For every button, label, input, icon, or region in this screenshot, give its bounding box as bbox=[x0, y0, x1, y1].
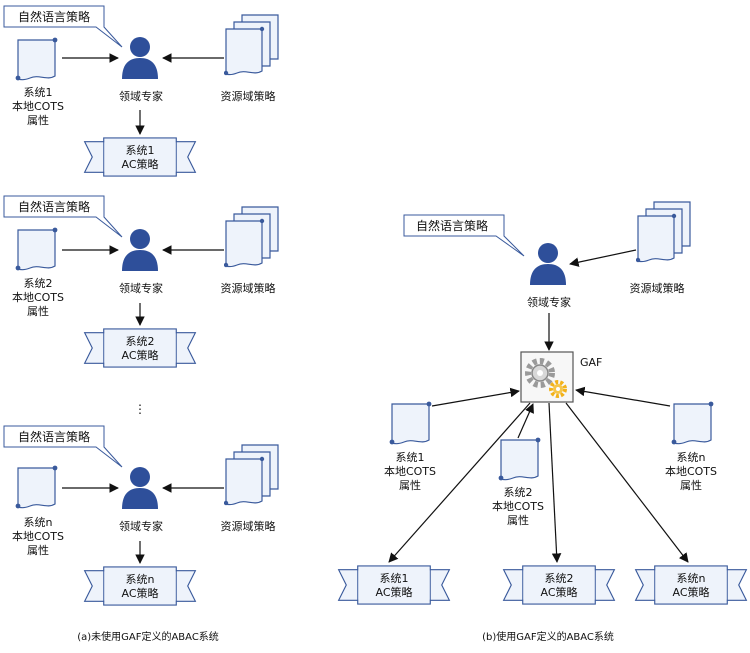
system-label: 系统n bbox=[24, 516, 53, 529]
system-label: 系统1 bbox=[24, 86, 53, 99]
arrow-src2-to-gaf bbox=[517, 403, 534, 439]
source-local-label: 本地COTS bbox=[665, 464, 717, 478]
resource-policy-stack-icon bbox=[224, 444, 279, 506]
source-doc-icon-1 bbox=[388, 400, 433, 446]
caption-right: (b)使用GAF定义的ABAC系统 bbox=[482, 630, 614, 643]
policy-label: AC策略 bbox=[672, 585, 709, 599]
callout-bubble bbox=[3, 425, 123, 468]
arrow-gaf-to-policy2 bbox=[548, 402, 562, 563]
resource-policy-stack-icon bbox=[636, 201, 691, 263]
callout-text: 自然语言策略 bbox=[416, 218, 488, 233]
attr-label: 属性 bbox=[27, 543, 49, 557]
local-cots-label: 本地COTS bbox=[12, 99, 64, 113]
attr-label: 属性 bbox=[27, 304, 49, 318]
policy-label: AC策略 bbox=[375, 585, 412, 599]
policy-label: AC策略 bbox=[540, 585, 577, 599]
policy-system-label: 系统1 bbox=[380, 572, 409, 585]
source-system-label: 系统n bbox=[677, 451, 706, 464]
arrow-srcn-to-gaf bbox=[575, 386, 671, 407]
policy-label: AC策略 bbox=[121, 348, 158, 362]
callout-text: 自然语言策略 bbox=[18, 429, 90, 444]
source-doc-icon-2 bbox=[497, 436, 542, 482]
expert-person-icon bbox=[122, 229, 158, 271]
expert-person-icon bbox=[530, 243, 566, 285]
local-cots-label: 本地COTS bbox=[12, 529, 64, 543]
local-attr-doc-icon bbox=[14, 36, 59, 82]
caption-left: (a)未使用GAF定义的ABAC系统 bbox=[77, 630, 219, 643]
source-local-label: 本地COTS bbox=[492, 499, 544, 513]
left-group-2: 自然语言策略 系统2 本地COTS 属性 领域专家 资源域策略 系统2 AC策略 bbox=[3, 195, 279, 368]
resource-label: 资源域策略 bbox=[221, 281, 276, 295]
resource-label: 资源域策略 bbox=[221, 519, 276, 533]
source-system-label: 系统2 bbox=[504, 486, 533, 499]
policy-label: AC策略 bbox=[121, 157, 158, 171]
arrow-src1-to-gaf bbox=[431, 387, 520, 407]
resource-label: 资源域策略 bbox=[630, 281, 685, 295]
callout-text: 自然语言策略 bbox=[18, 199, 90, 214]
source-doc-icon-n bbox=[670, 400, 715, 446]
policy-system-label: 系统n bbox=[677, 572, 706, 585]
local-attr-doc-icon bbox=[14, 226, 59, 272]
gaf-label: GAF bbox=[580, 356, 602, 369]
policy-system-label: 系统n bbox=[126, 573, 155, 586]
source-attr-label: 属性 bbox=[680, 478, 702, 492]
attr-label: 属性 bbox=[27, 113, 49, 127]
gaf-box bbox=[520, 351, 574, 403]
expert-label: 领域专家 bbox=[119, 519, 163, 533]
source-system-label: 系统1 bbox=[396, 451, 425, 464]
expert-label: 领域专家 bbox=[119, 89, 163, 103]
resource-policy-stack-icon bbox=[224, 14, 279, 76]
left-group-1: 自然语言策略 系统1 本地COTS 属性 领域专家 资源域策略 系统1 AC策略 bbox=[3, 5, 279, 177]
callout-text: 自然语言策略 bbox=[18, 9, 90, 24]
policy-label: AC策略 bbox=[121, 586, 158, 600]
arrow-gaf-to-policyn bbox=[565, 402, 689, 563]
policy-system-label: 系统2 bbox=[126, 335, 155, 348]
right-diagram: 自然语言策略 领域专家 资源域策略 GAF 系统1 本地COTS 属性 系统2 bbox=[338, 201, 747, 605]
expert-person-icon bbox=[122, 37, 158, 79]
left-group-n: 自然语言策略 系统n 本地COTS 属性 领域专家 资源域策略 系统n AC策略 bbox=[3, 425, 279, 606]
expert-label: 领域专家 bbox=[527, 295, 571, 309]
callout-bubble bbox=[3, 5, 123, 48]
expert-label: 领域专家 bbox=[119, 281, 163, 295]
source-attr-label: 属性 bbox=[507, 513, 529, 527]
local-attr-doc-icon bbox=[14, 464, 59, 510]
policy-system-label: 系统2 bbox=[545, 572, 574, 585]
callout-bubble bbox=[3, 195, 123, 238]
expert-person-icon bbox=[122, 467, 158, 509]
system-label: 系统2 bbox=[24, 277, 53, 290]
local-cots-label: 本地COTS bbox=[12, 290, 64, 304]
gear-icon bbox=[525, 358, 567, 398]
callout-bubble bbox=[403, 214, 525, 257]
policy-system-label: 系统1 bbox=[126, 144, 155, 157]
source-local-label: 本地COTS bbox=[384, 464, 436, 478]
arrow-gaf-to-policy1 bbox=[388, 402, 531, 563]
source-attr-label: 属性 bbox=[399, 478, 421, 492]
resource-label: 资源域策略 bbox=[221, 89, 276, 103]
arrow-resource-to-expert bbox=[569, 249, 637, 267]
vertical-ellipsis: ⋮ bbox=[134, 402, 146, 416]
resource-policy-stack-icon bbox=[224, 206, 279, 268]
